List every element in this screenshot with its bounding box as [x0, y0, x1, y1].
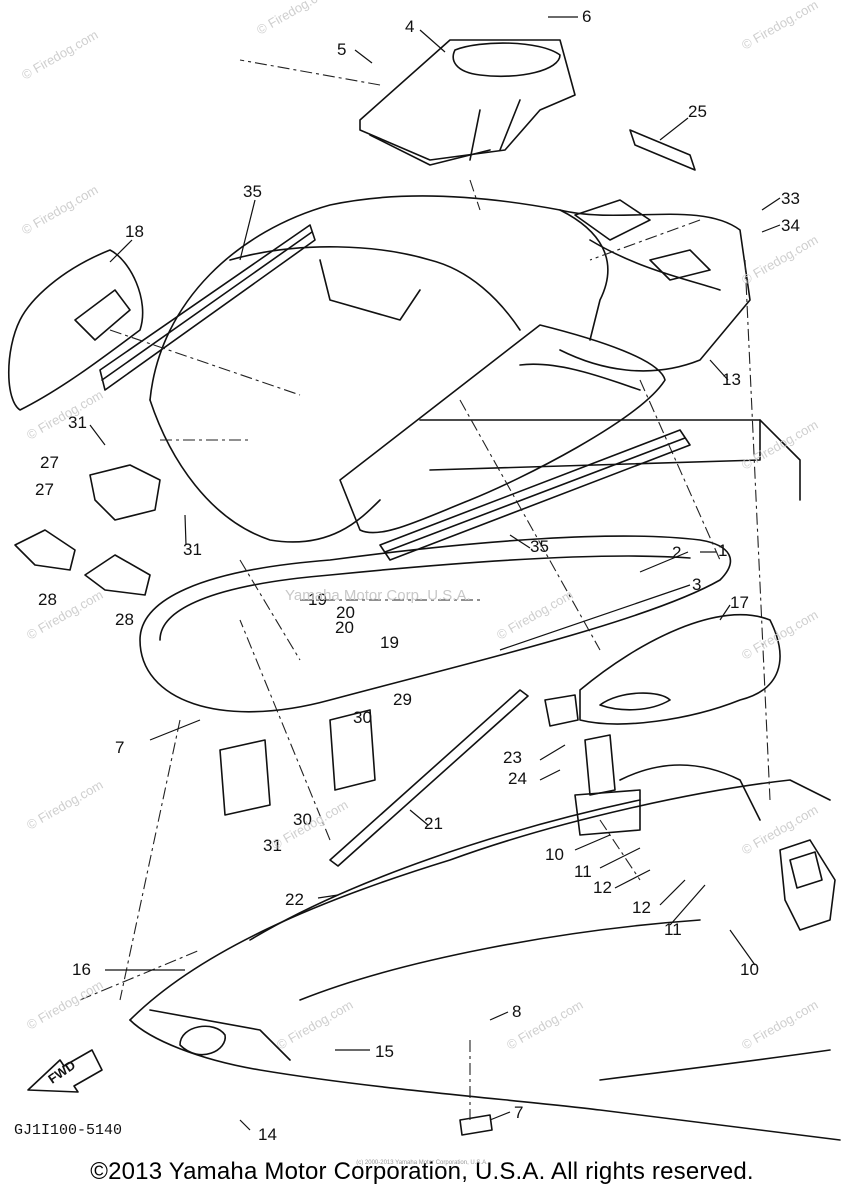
label-28-top: 29	[393, 690, 412, 709]
watermark: © Firedog.com	[254, 0, 336, 38]
label-20-top: 20	[336, 603, 355, 622]
label-24: 24	[508, 769, 527, 788]
label-4: 4	[405, 17, 414, 36]
watermarks: © Firedog.com © Firedog.com © Firedog.co…	[19, 0, 821, 1053]
label-13: 13	[722, 370, 741, 389]
watermark-yamaha: Yamaha Motor Corp. U.S.A.	[285, 587, 471, 604]
label-25: 27	[40, 453, 59, 472]
label-10-center: 10	[545, 845, 564, 864]
watermark: © Firedog.com	[24, 587, 106, 643]
label-35-bottom: 35	[530, 537, 549, 556]
label-15: 15	[375, 1042, 394, 1061]
label-14: 14	[258, 1125, 277, 1144]
label-34: 34	[781, 216, 800, 235]
watermark: © Firedog.com	[24, 387, 106, 443]
line-art	[8, 39, 841, 1141]
label-11-right: 11	[664, 920, 682, 939]
label-20-bottom: 20	[335, 618, 354, 637]
fwd-label: FWD	[45, 1057, 78, 1086]
watermark: © Firedog.com	[494, 587, 576, 643]
label-2: 2	[672, 543, 681, 562]
label-27-left: 28	[38, 590, 57, 609]
copyright-footer: ©2013 Yamaha Motor Corporation, U.S.A. A…	[90, 1158, 754, 1185]
drawing-code: GJ1I100-5140	[14, 1122, 122, 1139]
watermark: © Firedog.com	[739, 417, 821, 473]
label-31-right: 31	[183, 540, 202, 559]
label-30: 31	[263, 836, 282, 855]
label-5: 5	[337, 40, 346, 59]
label-33: 33	[781, 189, 800, 208]
label-9: 7	[115, 738, 124, 757]
label-27-right: 28	[115, 610, 134, 629]
label-17: 17	[730, 593, 749, 612]
label-12-center: 12	[593, 878, 612, 897]
label-10-right: 10	[740, 960, 759, 979]
label-16: 16	[72, 960, 91, 979]
watermark: © Firedog.com	[739, 997, 821, 1053]
label-8: 8	[512, 1002, 521, 1021]
label-21: 21	[424, 814, 443, 833]
small-print: (c) 2000-2013 Yamaha Motor Corporation, …	[356, 1160, 488, 1166]
label-28-bottom: 30	[293, 810, 312, 829]
label-7: 7	[514, 1103, 523, 1122]
label-11-center: 11	[574, 862, 592, 881]
label-35-top: 35	[243, 182, 262, 201]
watermark: © Firedog.com	[739, 0, 821, 53]
label-3: 3	[692, 575, 701, 594]
label-31-left: 31	[68, 413, 87, 432]
label-22: 22	[285, 890, 304, 909]
part-labels: 4 6 5 25 33 34 35 18 13 31 27 27 31 35 2…	[35, 7, 800, 1144]
label-23: 23	[503, 748, 522, 767]
watermark: © Firedog.com	[269, 797, 351, 853]
leader-lines	[89, 16, 781, 1131]
label-32: 25	[688, 102, 707, 121]
label-19-top: 19	[308, 590, 327, 609]
label-12-right: 12	[632, 898, 651, 917]
label-18: 18	[125, 222, 144, 241]
guide-lines	[79, 59, 771, 1120]
label-6: 6	[582, 7, 591, 26]
watermark: © Firedog.com	[19, 182, 101, 238]
label-1: 1	[718, 541, 727, 560]
watermark: © Firedog.com	[19, 27, 101, 83]
label-29: 30	[353, 708, 372, 727]
watermark: © Firedog.com	[739, 232, 821, 288]
label-26: 27	[35, 480, 54, 499]
watermark: © Firedog.com	[274, 997, 356, 1053]
label-19-bottom: 19	[380, 633, 399, 652]
watermark: © Firedog.com	[24, 977, 106, 1033]
watermark: © Firedog.com	[24, 777, 106, 833]
